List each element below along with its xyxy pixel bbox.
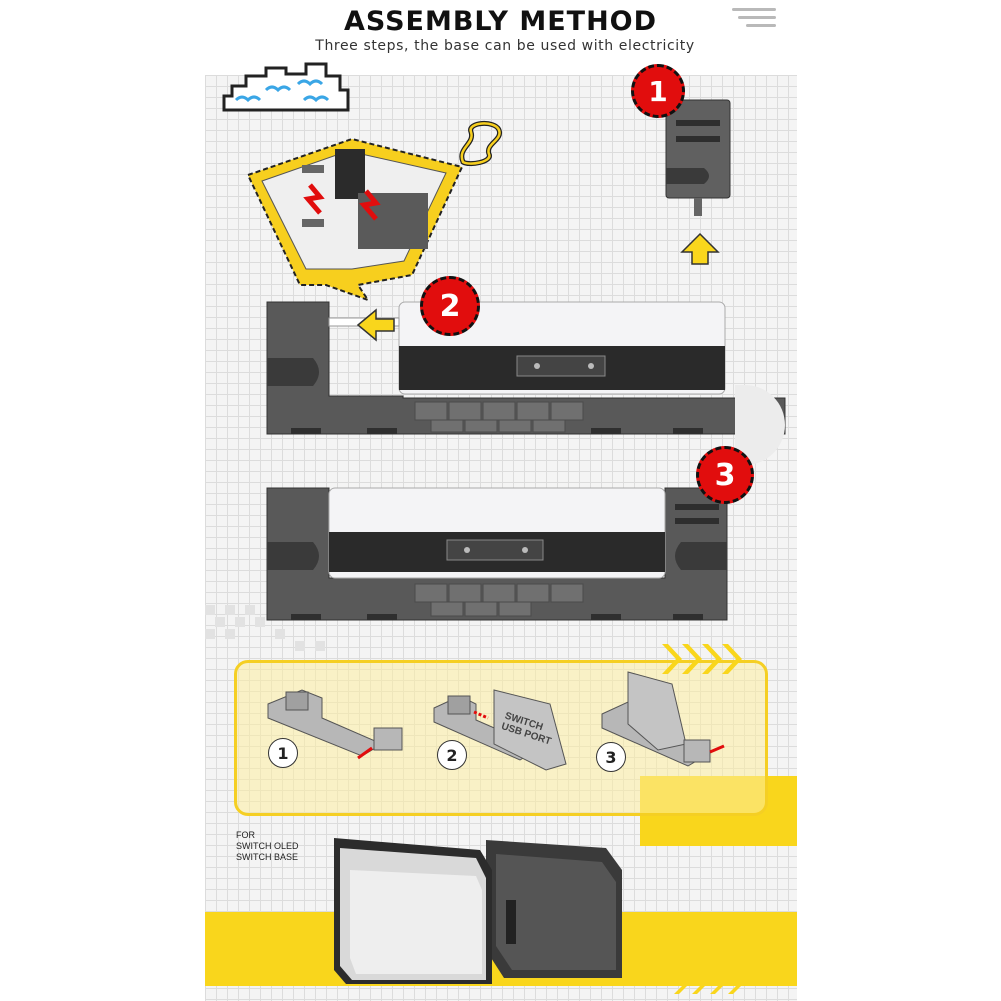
chevron-arrows-icon [662,644,742,674]
hamburger-menu-icon[interactable] [732,8,776,32]
page-subtitle: Three steps, the base can be used with e… [315,38,695,54]
step-3-badge: 3 [696,446,754,504]
product-label: FOR SWITCH OLED SWITCH BASE [236,830,326,863]
mini-step-2-illustration [433,689,567,771]
chevron-arrows-bottom-icon [674,970,745,994]
step-1-badge: 1 [631,64,685,118]
mini-step-1-illustration [267,689,403,760]
cable-icon [459,121,503,167]
power-module-part [665,99,731,216]
dock-assembly-step-2 [266,301,786,435]
dock-assembly-step-3 [266,487,728,621]
mini-step-3-illustration [601,671,725,767]
step-2-badge: 2 [420,276,480,336]
page-title: ASSEMBLY METHOD [343,6,658,37]
mini-step-3-number: 3 [596,742,626,772]
product-label-line1: FOR [236,830,255,840]
mini-step-1-number: 1 [268,738,298,768]
product-label-line2: SWITCH OLED [236,841,299,851]
cloud-icon [222,62,350,112]
mini-step-2-number: 2 [437,740,467,770]
arrow-up-icon [680,232,720,265]
arrow-left-icon [356,308,395,342]
port-zoom-callout [246,137,464,302]
oled-dock-product-image [334,838,622,984]
product-label-line3: SWITCH BASE [236,852,299,862]
checker-decoration [205,605,325,651]
